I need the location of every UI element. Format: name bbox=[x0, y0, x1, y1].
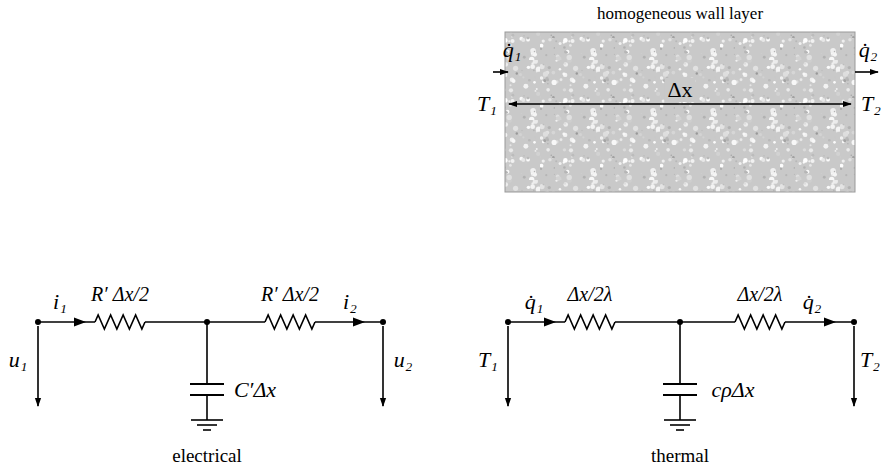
resistance-label: R′ Δx/2 bbox=[261, 284, 319, 304]
ground-symbol bbox=[197, 424, 217, 426]
resistance-label: R′ Δx/2 bbox=[91, 284, 149, 304]
voltage-arrow bbox=[853, 326, 855, 406]
ground-symbol bbox=[676, 429, 684, 431]
heat-flux-label: q̇₂ bbox=[803, 291, 822, 313]
heat-capacity-label: cρΔx bbox=[711, 379, 754, 401]
wire bbox=[508, 321, 565, 323]
resistor-symbol bbox=[265, 315, 315, 329]
heat-flux-label: q̇₁ bbox=[503, 39, 522, 61]
terminal-dot bbox=[35, 319, 41, 325]
circuit-caption: electrical bbox=[172, 446, 242, 465]
capacitance-label: C′Δx bbox=[234, 379, 276, 401]
wall-layer bbox=[505, 32, 855, 192]
current-label: i₁ bbox=[53, 291, 67, 313]
wire bbox=[315, 321, 383, 323]
temperature-label: T₁ bbox=[477, 93, 497, 115]
flow-arrowhead bbox=[544, 318, 556, 327]
flow-arrowhead bbox=[353, 318, 365, 327]
terminal-dot bbox=[677, 319, 683, 325]
thermal-resistance-label: Δx/2λ bbox=[568, 284, 613, 304]
terminal-dot bbox=[851, 319, 857, 325]
flow-arrowhead bbox=[74, 318, 86, 327]
resistor-symbol bbox=[565, 315, 615, 329]
terminal-dot bbox=[380, 319, 386, 325]
wire bbox=[785, 321, 854, 323]
circuit-caption: thermal bbox=[651, 446, 709, 465]
voltage-arrow bbox=[37, 326, 39, 406]
temperature-label: T₂ bbox=[861, 93, 881, 115]
voltage-arrow bbox=[382, 326, 384, 406]
ground-symbol bbox=[191, 419, 223, 421]
temperature-label: T₂ bbox=[860, 349, 880, 371]
voltage-label: u₁ bbox=[9, 349, 28, 371]
terminal-dot bbox=[204, 319, 210, 325]
heat-flux-label: q̇₂ bbox=[859, 39, 878, 61]
heat-flux-label: q̇₁ bbox=[525, 291, 544, 313]
resistor-symbol bbox=[95, 315, 145, 329]
capacitor-plate bbox=[190, 383, 224, 385]
ground-symbol bbox=[203, 429, 211, 431]
terminal-dot bbox=[505, 319, 511, 325]
ground-symbol bbox=[664, 419, 696, 421]
capacitor-plate bbox=[663, 383, 697, 385]
voltage-arrow bbox=[507, 326, 509, 406]
wire bbox=[38, 321, 95, 323]
voltage-label: u₂ bbox=[394, 349, 413, 371]
wall-title: homogeneous wall layer bbox=[594, 4, 766, 23]
heat-flow-arrow bbox=[493, 71, 508, 73]
ground-symbol bbox=[670, 424, 690, 426]
current-label: i₂ bbox=[343, 291, 357, 313]
wire bbox=[615, 321, 735, 323]
resistor-symbol bbox=[735, 315, 785, 329]
flow-arrowhead bbox=[824, 318, 836, 327]
wire bbox=[679, 322, 681, 384]
dimension-arrow bbox=[509, 103, 851, 105]
wire bbox=[679, 395, 681, 420]
heat-flow-arrow bbox=[855, 71, 878, 73]
thermal-resistance-label: Δx/2λ bbox=[738, 284, 783, 304]
temperature-label: T₁ bbox=[478, 349, 498, 371]
wire bbox=[206, 322, 208, 384]
dimension-label: Δx bbox=[664, 78, 695, 102]
wire bbox=[206, 395, 208, 420]
wall-layer-box: homogeneous wall layerΔx bbox=[505, 32, 855, 192]
